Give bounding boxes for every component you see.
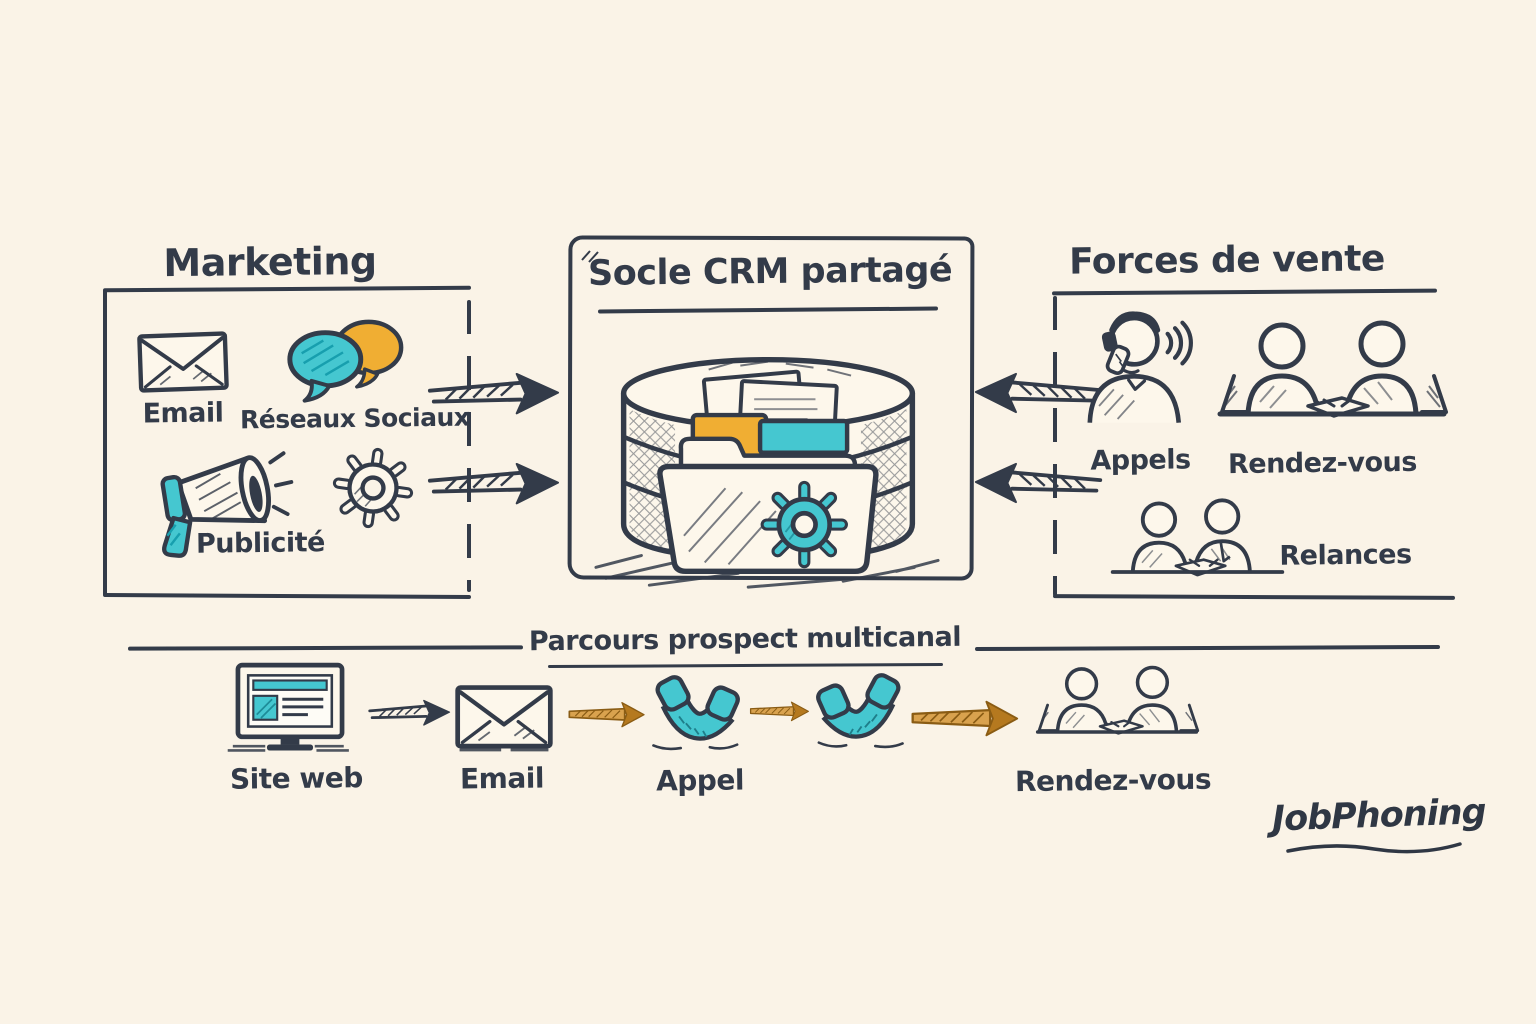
crm-corner-hatch xyxy=(581,250,599,263)
call-phone-icon-2 xyxy=(816,673,904,749)
arrow-call-to-meeting xyxy=(911,700,1019,737)
sales-panel-title: Forces de vente xyxy=(1068,238,1386,283)
sales-calls-label: Appels xyxy=(1090,444,1191,477)
sales-box-left-border-dashed xyxy=(1053,296,1057,596)
sales-meetings-label: Rendez-vous xyxy=(1227,446,1418,481)
crm-gear-icon xyxy=(760,480,848,569)
marketing-box-right-border-dashed xyxy=(467,300,471,592)
journey-divider-left xyxy=(127,645,524,651)
journey-call-label: Appel xyxy=(655,763,745,798)
logo-underline-flourish xyxy=(1286,842,1462,854)
meeting-people-icon xyxy=(1217,320,1448,418)
website-monitor-icon xyxy=(227,662,349,752)
journey-meeting-people-icon xyxy=(1035,665,1200,735)
marketing-ads-label: Publicité xyxy=(195,527,326,560)
marketing-panel-title: Marketing xyxy=(163,238,377,286)
arrow-call-to-call xyxy=(749,701,809,722)
jobphoning-logo: JobPhoning xyxy=(1271,792,1487,840)
arrow-sales-to-crm-2 xyxy=(974,462,1103,504)
arrow-marketing-to-crm-2 xyxy=(427,462,560,505)
marketing-email-label: Email xyxy=(142,397,224,430)
arrow-email-to-call xyxy=(568,701,645,728)
marketing-gear-icon xyxy=(332,447,414,529)
journey-meeting-label: Rendez-vous xyxy=(1014,762,1212,799)
email-envelope-icon xyxy=(137,331,229,393)
journey-email-label: Email xyxy=(459,761,545,796)
marketing-box-left-border xyxy=(103,289,107,596)
journey-divider-right xyxy=(974,644,1441,651)
arrow-marketing-to-crm-1 xyxy=(427,372,560,415)
journey-email-envelope-icon xyxy=(455,685,553,752)
advertising-megaphone-icon xyxy=(160,451,294,558)
marketing-box-bottom-border xyxy=(102,593,472,599)
journey-website-label: Site web xyxy=(229,761,363,796)
sales-followups-label: Relances xyxy=(1279,539,1412,572)
journey-title: Parcours prospect multicanal xyxy=(528,621,962,658)
crm-database-folder-icon xyxy=(594,356,940,589)
call-agent-icon xyxy=(1087,311,1193,423)
arrow-website-to-email xyxy=(368,699,451,726)
call-phone-icon xyxy=(652,675,740,751)
sales-box-top-border xyxy=(1051,288,1438,295)
crm-title: Socle CRM partagé xyxy=(587,250,953,294)
social-speech-bubbles-icon xyxy=(287,319,404,403)
marketing-box-top-border xyxy=(102,285,472,292)
journey-title-underline xyxy=(547,662,944,669)
sales-box-bottom-border xyxy=(1052,594,1456,600)
followup-people-icon xyxy=(1110,498,1285,577)
